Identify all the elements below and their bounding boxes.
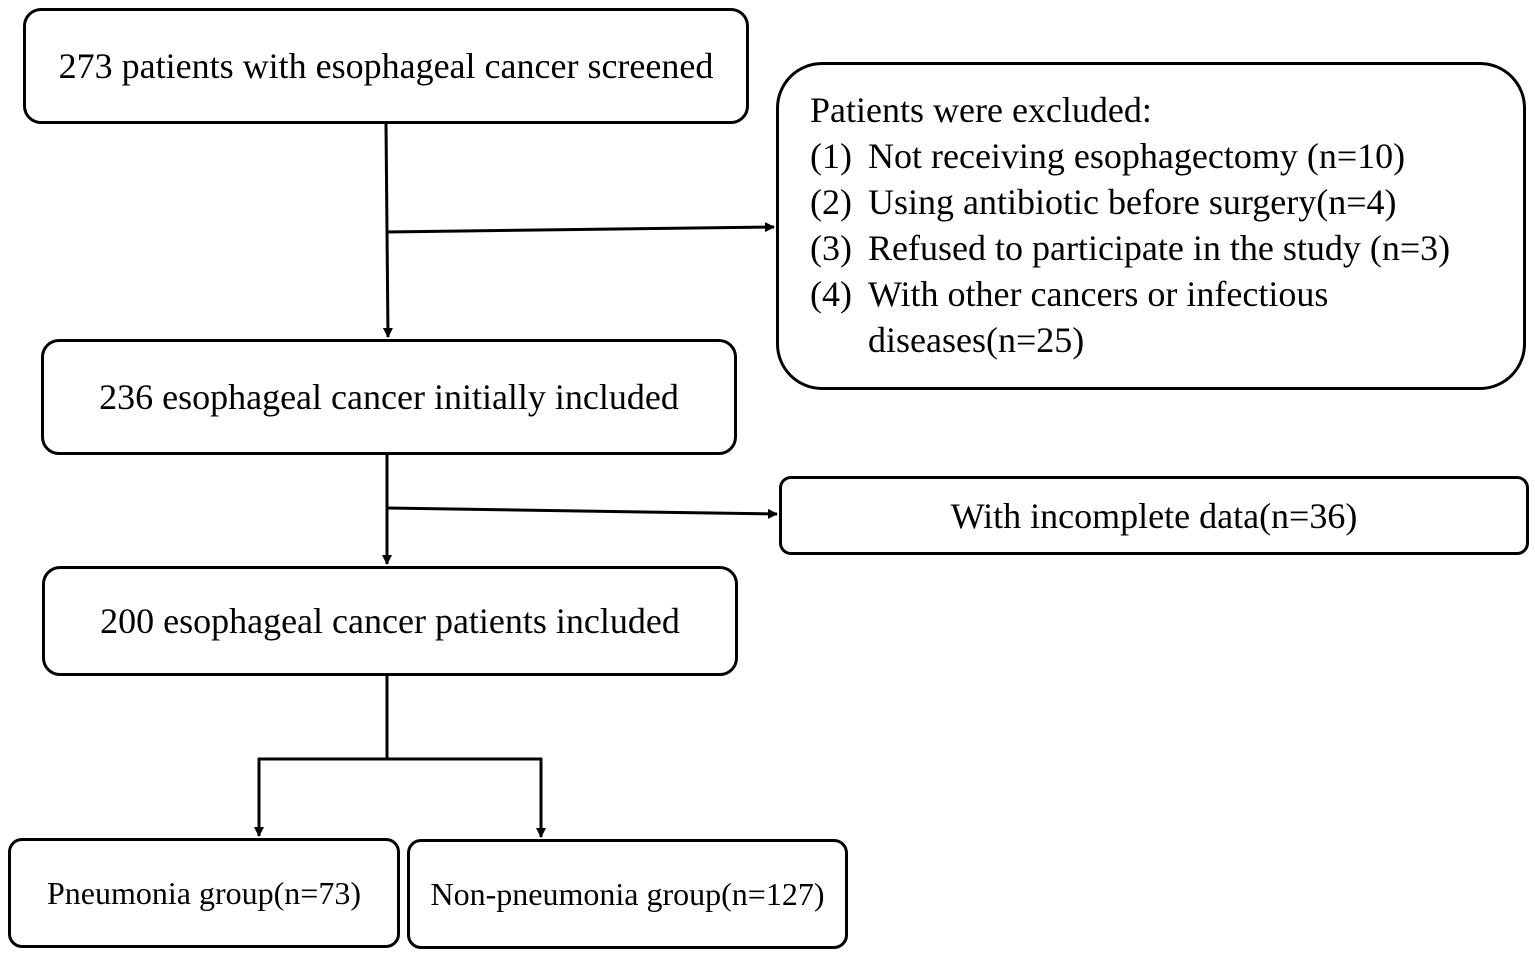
exclusion-item-text: Using antibiotic before surgery(n=4) — [868, 182, 1397, 222]
exclusion-title: Patients were excluded: — [810, 90, 1152, 130]
initially-included-box: 236 esophageal cancer initially included — [41, 339, 737, 455]
exclusion-item-number: (3) — [810, 228, 852, 268]
non-pneumonia-group-label: Non-pneumonia group(n=127) — [430, 875, 825, 912]
non-pneumonia-group-box: Non-pneumonia group(n=127) — [407, 839, 848, 949]
arrow-to-exclusion — [385, 222, 775, 234]
incomplete-data-label: With incomplete data(n=36) — [950, 495, 1358, 536]
exclusion-item-text: Not receiving esophagectomy (n=10) — [868, 136, 1406, 176]
screened-label: 273 patients with esophageal cancer scre… — [58, 46, 714, 86]
pneumonia-group-label: Pneumonia group(n=73) — [47, 874, 361, 911]
exclusion-item-number: (4) — [810, 274, 852, 314]
exclusion-item: (2) Using antibiotic before surgery(n=4) — [810, 179, 1523, 225]
screened-box: 273 patients with esophageal cancer scre… — [23, 8, 749, 124]
exclusion-item: (3) Refused to participate in the study … — [810, 225, 1523, 271]
exclusion-item-text: With other cancers or infectious — [868, 274, 1329, 314]
pneumonia-group-box: Pneumonia group(n=73) — [8, 838, 400, 948]
exclusion-item-text: Refused to participate in the study (n=3… — [868, 228, 1451, 268]
exclusion-item-continuation: diseases(n=25) — [868, 320, 1085, 360]
incomplete-data-box: With incomplete data(n=36) — [779, 476, 1529, 555]
initially-included-label: 236 esophageal cancer initially included — [99, 377, 679, 417]
exclusion-box: Patients were excluded: (1) Not receivin… — [776, 62, 1526, 390]
included-label: 200 esophageal cancer patients included — [100, 601, 680, 641]
exclusion-item-number: (1) — [810, 136, 852, 176]
included-box: 200 esophageal cancer patients included — [42, 566, 738, 676]
exclusion-item: (4) With other cancers or infectious — [810, 271, 1523, 317]
exclusion-item: (1) Not receiving esophagectomy (n=10) — [810, 133, 1523, 179]
exclusion-item-number: (2) — [810, 182, 852, 222]
arrow-to-incomplete — [386, 506, 778, 519]
